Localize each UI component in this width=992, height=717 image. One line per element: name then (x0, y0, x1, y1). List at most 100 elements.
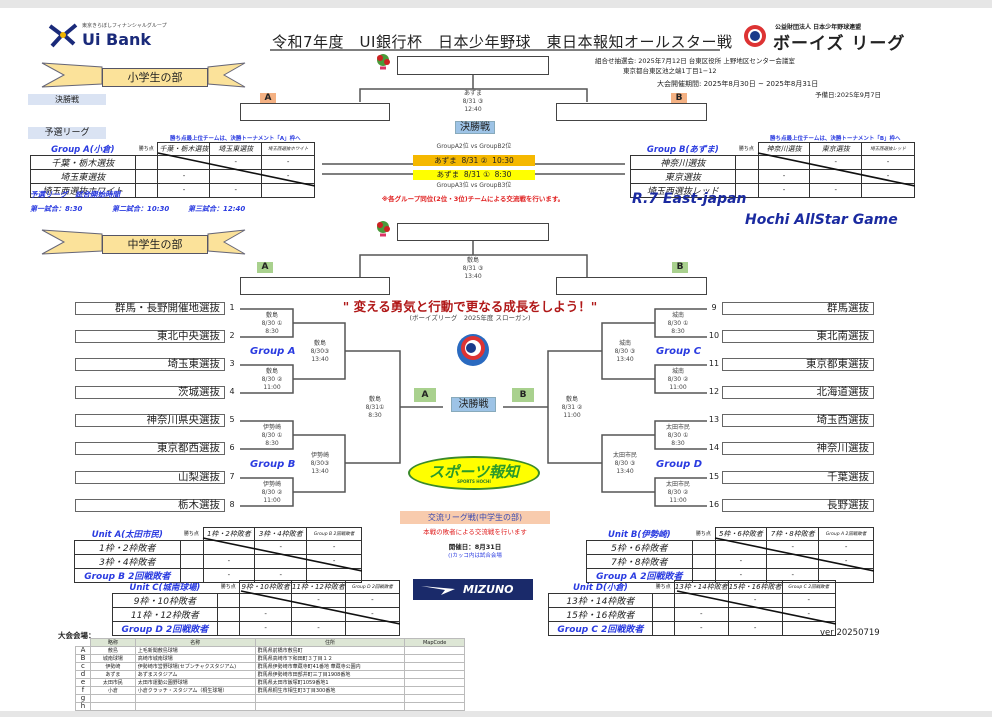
result-cell: - (757, 168, 811, 184)
venue-cell: 太田市運動公園野球場 (134, 678, 256, 687)
match-venue: 太田市民 (612, 452, 637, 459)
league-note: 勝ち点最上位チームは、決勝トーナメント「A」枠へ (170, 136, 301, 142)
playoff-match-2nd-place: あずま 8/31 ② 10:30 (413, 155, 535, 166)
result-cell: - (157, 168, 211, 184)
team-slot-right: 埼玉西選抜 (722, 414, 874, 427)
table-row: 3枠・4枠敗者-- (74, 553, 362, 569)
venue-cell: 城南球場 (89, 654, 136, 663)
match-date: 8/30 ① (667, 320, 689, 327)
sports-hochi-logo: スポーツ報知 SPORTS HOCHI (408, 456, 540, 490)
team-slot-left: 埼玉東選抜 (75, 358, 225, 371)
result-cell: - (254, 539, 308, 555)
schedule-game-1: 第一試合：8:30 (30, 205, 83, 213)
result-cell (291, 606, 346, 622)
row-team: 9枠・10枠敗者 (112, 592, 218, 608)
match-venue: 敷島 (265, 368, 278, 375)
match-time: 11:00 (669, 497, 687, 504)
row-team: 千葉・栃木選抜 (30, 154, 136, 170)
venue-cell: あずまスタジアム (134, 670, 256, 679)
league-org: 公益財団法人 日本少年野球連盟 (775, 24, 862, 31)
points-header: 勝ち点 (738, 146, 754, 152)
elementary-slot-b (556, 103, 707, 121)
league-title: Unit A(太田市民) (91, 529, 163, 540)
junior-final-bracket (359, 241, 588, 277)
result-cell: - (202, 553, 256, 569)
venue-cell: 高崎市城南球場 (134, 654, 256, 663)
bottom-border (0, 711, 992, 717)
venue-cell (254, 694, 406, 703)
league-emblem-icon (457, 334, 489, 366)
junior-slot-b (556, 277, 707, 295)
row-team: 5枠・6枠敗者 (586, 539, 693, 555)
points-cell (734, 168, 759, 184)
league-emblem-icon (744, 25, 766, 47)
points-cell (134, 168, 159, 184)
schedule-game-3: 第三試合：12:40 (188, 205, 246, 213)
table-row: 東京選抜-- (630, 168, 915, 184)
elementary-final-match-info: あずま 8/31 ③ 12:40 (443, 90, 503, 114)
result-cell (809, 168, 863, 184)
row-team: 11枠・12枠敗者 (112, 606, 218, 622)
venue-cell: 群馬県太田市飯塚町1059番地1 (254, 678, 406, 687)
league-name: ボーイズ リーグ (773, 34, 906, 54)
team-number: 14 (708, 443, 720, 452)
match-date: 8/31 ② (561, 404, 583, 411)
row-team: 埼玉西選抜ホワイト (30, 182, 136, 198)
result-cell (673, 592, 729, 608)
venue-cell (134, 702, 256, 711)
junior-slot-a-label: A (257, 262, 273, 273)
team-slot-left: 山梨選抜 (75, 471, 225, 484)
playoff-match-3rd-place: あずま 8/31 ① 8:30 (413, 170, 535, 180)
group-label: Group D (656, 459, 703, 470)
venue-column-header: 名称 (134, 638, 256, 647)
top-border (0, 0, 992, 8)
match-time: 13:40 (464, 273, 482, 280)
venue-cell: h (75, 702, 91, 711)
column-header: Group C 2回戦敗者 (781, 580, 837, 594)
result-cell: - (157, 182, 211, 198)
result-cell: - (818, 553, 874, 569)
sponsor-name: Ui Bank (82, 30, 152, 49)
result-cell (261, 182, 315, 198)
playoff-bottom-label: GroupA3位 vs GroupB3位 (436, 182, 512, 189)
result-cell: - (818, 539, 874, 555)
result-cell: - (239, 620, 293, 636)
points-cell (216, 592, 241, 608)
exchange-league-date: 開催日：8月31日 (448, 543, 502, 551)
team-number: 13 (708, 415, 720, 424)
match-venue: 敷島 (368, 396, 381, 403)
result-cell: - (673, 620, 729, 636)
elementary-slot-a-label: A (260, 93, 276, 104)
venue-column-header: 略称 (89, 638, 136, 647)
match-time: 12:40 (464, 106, 482, 113)
venue-cell (89, 702, 136, 711)
points-cell (651, 620, 675, 636)
exchange-league-title: 交流リーグ戦(中学生の部) (400, 511, 550, 524)
row-team: 7枠・8枠敗者 (586, 553, 693, 569)
tournament-period: 大会開催期間: 2025年8月30日 ~ 2025年8月31日 (657, 80, 819, 88)
column-header: 13枠・14枠敗者 (673, 580, 729, 594)
team-number: 5 (229, 415, 235, 424)
left-round1 (240, 308, 294, 507)
mizuno-runbird-icon (421, 586, 455, 595)
match-venue: 敷島 (265, 312, 278, 319)
team-number: 4 (229, 387, 235, 396)
result-cell: - (727, 620, 783, 636)
match-date: 8/30 ① (667, 432, 689, 439)
league-title: Unit C(城南球場) (129, 582, 201, 593)
venue-cell: 上毛新聞敷島球場 (134, 646, 256, 655)
table-row: Group D 2回戦敗者-- (112, 620, 401, 636)
team-slot-left: 東北中央選抜 (75, 330, 225, 343)
venue-row: h (75, 702, 465, 711)
table-row: 5枠・6枠敗者-- (586, 539, 874, 555)
row-team: Group B 2回戦敗者 (74, 567, 181, 583)
column-header: 7枠・8枠敗者 (766, 527, 820, 541)
